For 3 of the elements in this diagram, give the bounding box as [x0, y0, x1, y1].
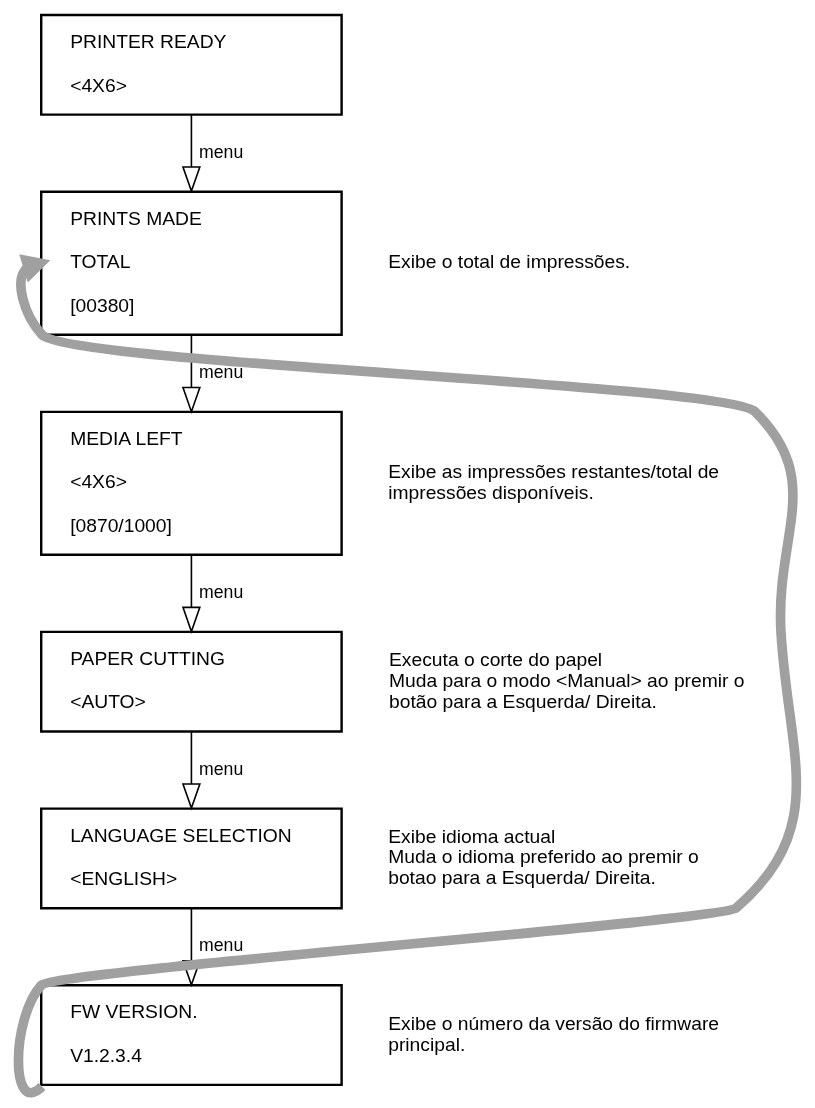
- arrow: [181, 113, 201, 194]
- node-box: PRINTER READY <4X6>: [40, 13, 343, 116]
- edge-label: menu: [199, 141, 244, 162]
